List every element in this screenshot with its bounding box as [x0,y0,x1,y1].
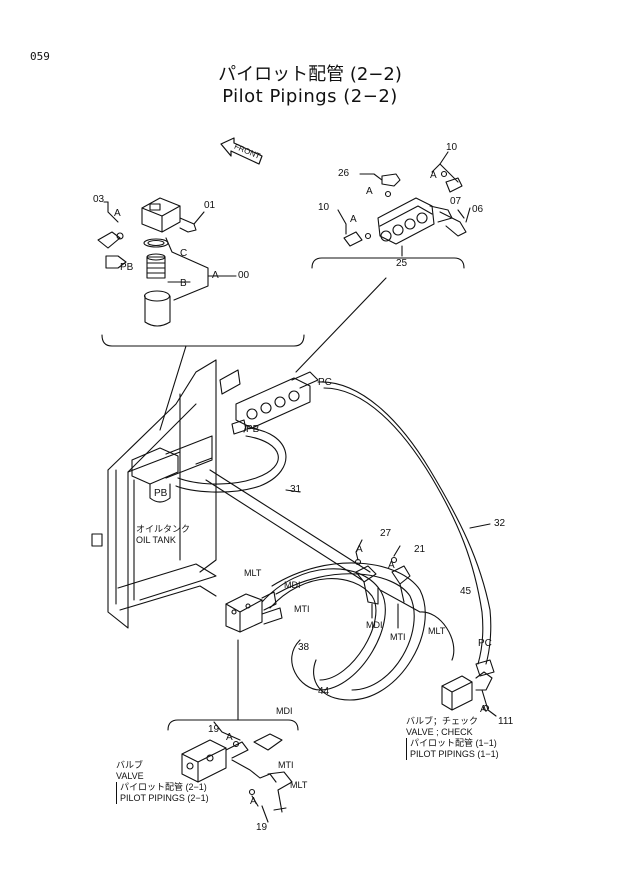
page-number: 059 [30,50,50,63]
valve-ref-jp: パイロット配管 (2−1) [116,782,209,793]
front-arrow-icon: FRONT [220,137,263,165]
check-valve-assembly [441,659,497,717]
label-a-4: A [430,170,437,181]
label-mdi-3: MDI [276,706,293,716]
check-valve-ref-en: PILOT PIPINGS (1−1) [406,749,499,760]
label-27: 27 [380,528,392,539]
label-10-a: 10 [446,142,458,153]
detail-valve-bottom [181,721,293,823]
label-26: 26 [338,168,350,179]
check-valve-ref-jp: パイロット配管 (1−1) [406,738,499,749]
label-mti-1: MTI [294,604,310,614]
detail-bracket-filter [101,334,305,347]
label-a-5: A [350,214,357,225]
main-valve-block [231,371,319,435]
label-mti-2: MTI [390,632,406,642]
label-pb-3: PB [154,488,168,499]
page-title-jp: パイロット配管 (2−2) [218,64,402,85]
valve-ref: バルブ VALVE パイロット配管 (2−1) PILOT PIPINGS (2… [116,760,209,804]
label-111: 111 [498,716,514,727]
label-mlt-3: MLT [290,780,308,790]
label-21: 21 [414,544,426,555]
label-19-a: 19 [208,724,220,735]
label-a-3: A [366,186,373,197]
label-pb-1: PB [120,262,134,273]
label-19-b: 19 [256,822,268,833]
oil-tank-en: OIL TANK [136,535,176,545]
label-45: 45 [460,586,472,597]
valve-jp: バルブ [116,760,144,770]
label-mlt-1: MLT [244,568,262,578]
page-title-en: Pilot Pipings (2−2) [222,86,398,107]
label-44: 44 [318,686,330,697]
label-pc-1: PC [318,377,332,388]
label-32: 32 [494,518,506,529]
valve-ref-en: PILOT PIPINGS (2−1) [116,793,209,804]
label-mdi-1: MDI [284,580,301,590]
pilot-valve-block [337,151,471,257]
label-a-9: A [226,732,233,743]
check-valve-jp: バルブ；チェック [406,716,479,726]
check-valve-en: VALVE ; CHECK [406,727,473,737]
label-00: 00 [238,270,250,281]
label-a-1: A [114,208,121,219]
label-a-10: A [250,796,257,807]
valve-en: VALVE [116,771,144,781]
label-03: 03 [93,194,105,205]
oil-tank-jp: オイルタンク [136,524,191,534]
label-pb-2: PB [246,424,260,435]
label-01: 01 [204,200,216,211]
label-mti-3: MTI [278,760,294,770]
tee-fittings [354,539,411,629]
label-10-b: 10 [318,202,330,213]
label-25: 25 [396,258,408,269]
label-a-7: A [388,560,395,571]
label-mlt-2: MLT [428,626,446,636]
label-a-6: A [356,544,363,555]
hose-lines [175,381,492,701]
check-valve-ref: バルブ；チェック VALVE ; CHECK パイロット配管 (1−1) PIL… [406,716,499,760]
label-06: 06 [472,204,484,215]
machine-frame [91,359,241,629]
lower-valve-block [225,591,283,633]
label-b: B [180,278,187,289]
label-38: 38 [298,642,310,653]
filter-assembly [97,197,237,327]
label-07: 07 [450,196,462,207]
label-c: C [180,248,188,259]
detail-bracket-bottom [167,719,299,731]
label-mdi-2: MDI [366,620,383,630]
label-31: 31 [290,484,302,495]
label-a-8: A [480,704,487,715]
label-a-2: A [212,270,219,281]
label-pc-2: PC [478,638,492,649]
detail-bracket-valve [311,257,465,269]
